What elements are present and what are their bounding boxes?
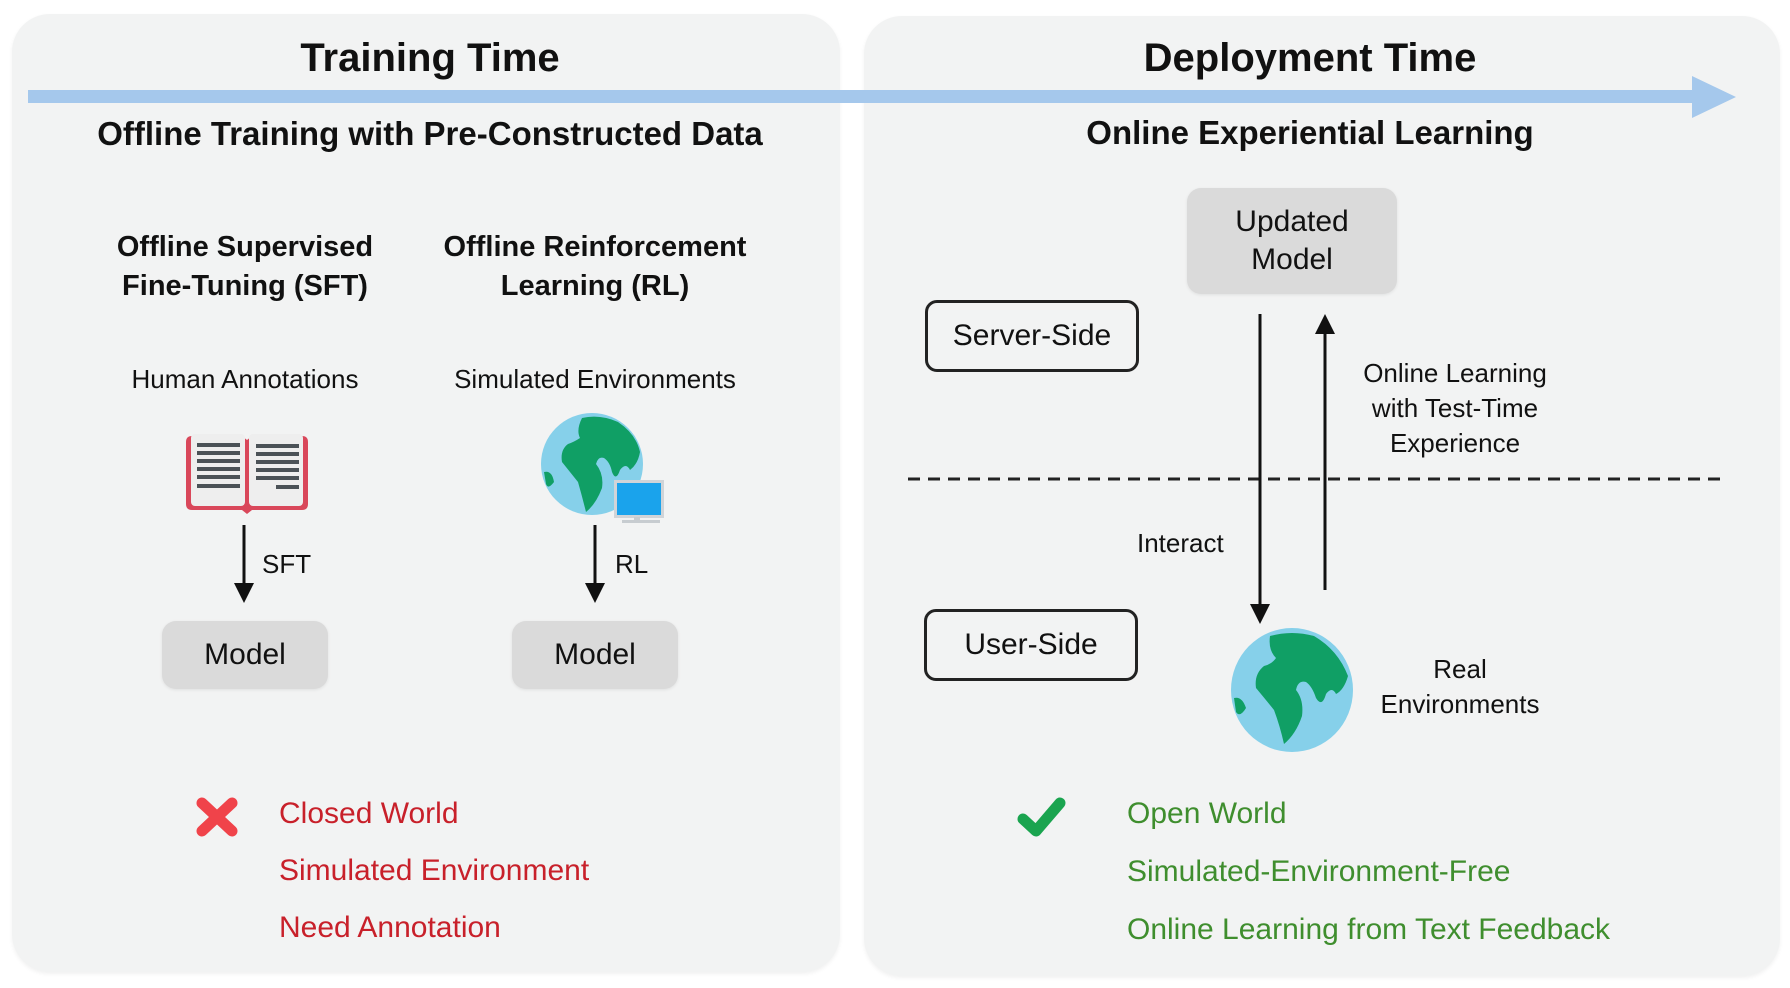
deployment-time-panel [864, 16, 1780, 976]
book-icon [186, 434, 308, 514]
feedback-arrow [1315, 314, 1335, 590]
con-item-1: Closed World [279, 797, 459, 830]
server-side-label: Server-Side [952, 319, 1112, 352]
real-environments-label: Real Environments [1355, 652, 1565, 722]
feedback-line3: Experience [1389, 428, 1521, 458]
feedback-line2: with Test-Time [1371, 393, 1539, 423]
user-side-label: User-Side [964, 628, 1098, 661]
sft-title-line2: Fine-Tuning (SFT) [122, 270, 368, 302]
feedback-line1: Online Learning [1363, 358, 1547, 388]
rl-arrow [585, 525, 605, 603]
cross-icon [196, 797, 238, 837]
pro-item-1: Open World [1127, 797, 1287, 830]
rl-title-line2: Learning (RL) [500, 270, 690, 302]
server-user-divider [908, 477, 1728, 481]
sft-model-box: Model [162, 621, 328, 689]
updated-model-box: Updated Model [1187, 188, 1397, 294]
rl-title-line1: Offline Reinforcement [443, 231, 747, 263]
timeline-arrow [28, 76, 1736, 118]
timeline-arrow-shaft [28, 90, 1698, 103]
rl-model-box: Model [512, 621, 678, 689]
rl-model-label: Model [554, 638, 636, 671]
globe-computer-icon [541, 413, 664, 523]
pro-item-2: Simulated-Environment-Free [1127, 855, 1511, 888]
sft-title-line1: Offline Supervised [116, 231, 374, 263]
training-time-panel [12, 14, 840, 972]
server-side-box: Server-Side [925, 300, 1139, 372]
globe-icon [1231, 628, 1353, 752]
user-side-box: User-Side [924, 609, 1138, 681]
sft-source-label: Human Annotations [131, 364, 359, 394]
updated-model-line2: Model [1251, 243, 1333, 276]
sft-arrow [234, 525, 254, 603]
rl-title: Offline Reinforcement Learning (RL) [420, 228, 770, 306]
timeline-arrow-head [1692, 76, 1736, 118]
sft-title: Offline Supervised Fine-Tuning (SFT) [70, 228, 420, 306]
training-subtitle: Offline Training with Pre-Constructed Da… [97, 115, 763, 152]
env-line1: Real [1433, 654, 1487, 684]
interact-arrow [1250, 314, 1270, 624]
sft-arrow-label: SFT [262, 549, 312, 579]
pro-item-3: Online Learning from Text Feedback [1127, 913, 1611, 946]
con-item-3: Need Annotation [279, 911, 501, 944]
deployment-subtitle: Online Experiential Learning [1086, 114, 1534, 151]
updated-model-line1: Updated [1235, 205, 1349, 238]
env-line2: Environments [1380, 689, 1540, 719]
check-icon [1017, 797, 1066, 837]
deployment-time-title: Deployment Time [1143, 36, 1477, 80]
feedback-label: Online Learning with Test-Time Experienc… [1330, 356, 1580, 461]
con-item-2: Simulated Environment [279, 854, 590, 887]
interact-label: Interact [1137, 528, 1224, 558]
rl-source-label: Simulated Environments [454, 364, 736, 394]
rl-arrow-label: RL [615, 549, 649, 579]
sft-model-label: Model [204, 638, 286, 671]
training-time-title: Training Time [300, 36, 560, 80]
